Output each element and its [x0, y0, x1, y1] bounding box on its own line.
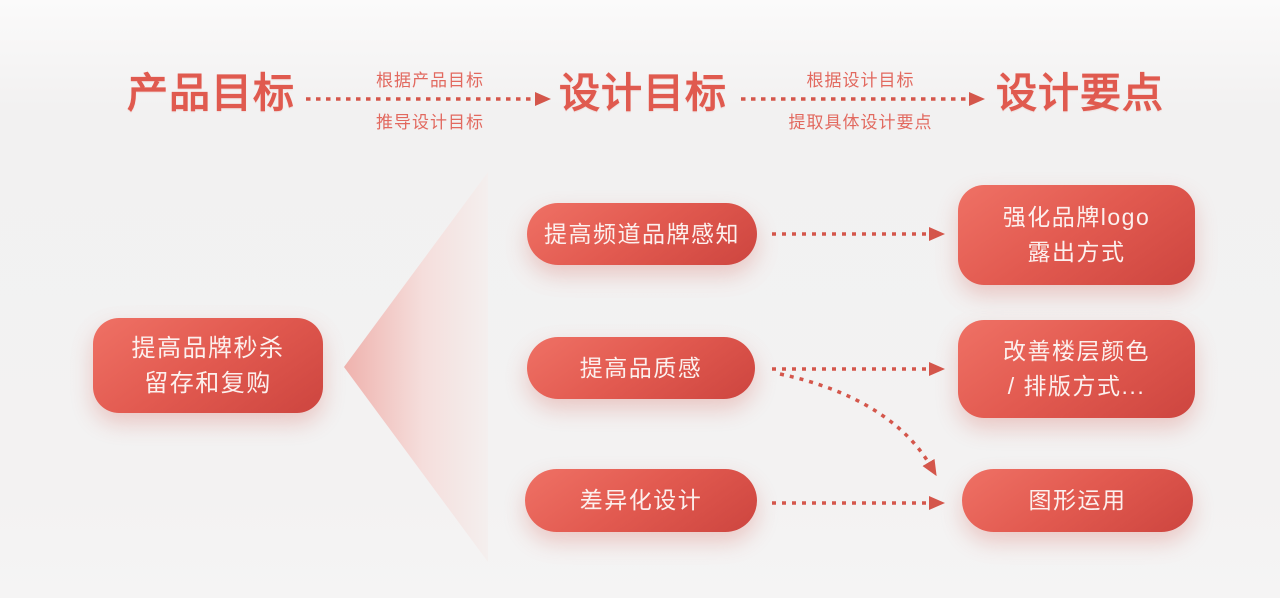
transition1-bottom-label: 推导设计目标	[376, 113, 484, 132]
design-goal-label: 提高频道品牌感知	[544, 220, 740, 247]
design-point-line1: 改善楼层颜色	[1003, 338, 1150, 364]
design-point-graphics: 图形运用	[962, 469, 1193, 532]
design-point-line1: 强化品牌logo	[1002, 204, 1151, 230]
heading-design-points: 设计要点	[996, 70, 1164, 116]
design-point-line2: / 排版方式...	[1007, 373, 1146, 399]
design-goal-differentiation: 差异化设计	[525, 469, 757, 532]
heading-product-goal: 产品目标	[127, 70, 295, 116]
transition2-bottom-label: 提取具体设计要点	[788, 113, 933, 132]
transition1-top-label: 根据产品目标	[376, 71, 484, 90]
funnel-triangle	[344, 172, 488, 562]
product-goal-line2: 留存和复购	[144, 369, 272, 397]
design-point-line2: 露出方式	[1027, 239, 1126, 265]
heading-design-goal: 设计目标	[559, 70, 727, 116]
transition2-top-label: 根据设计目标	[806, 71, 915, 90]
design-point-color-layout: 改善楼层颜色 / 排版方式...	[958, 320, 1195, 418]
design-point-line1: 图形运用	[1028, 487, 1127, 513]
design-goal-quality: 提高品质感	[527, 337, 755, 399]
design-point-logo: 强化品牌logo 露出方式	[958, 185, 1195, 285]
product-goal-line1: 提高品牌秒杀	[131, 334, 285, 362]
design-goal-brand-awareness: 提高频道品牌感知	[527, 203, 757, 265]
design-goal-label: 差异化设计	[579, 487, 703, 513]
arrow-goal2-to-point3-curve	[779, 372, 937, 477]
product-goal-box: 提高品牌秒杀 留存和复购	[93, 318, 323, 413]
design-goal-label: 提高品质感	[579, 354, 703, 381]
